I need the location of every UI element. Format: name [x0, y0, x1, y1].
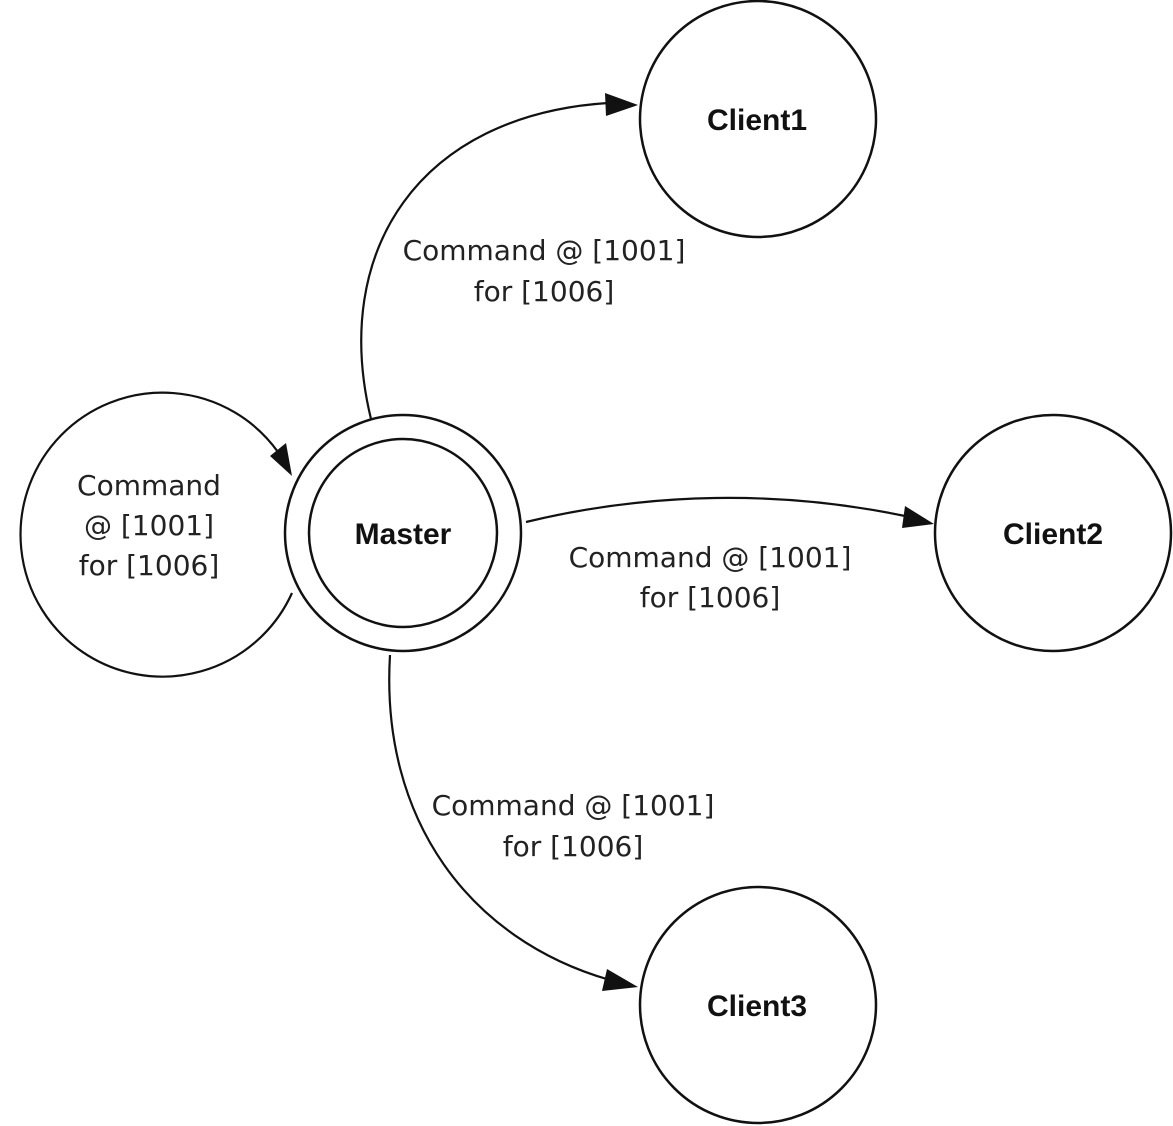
self-loop-label-line3: for [1006] — [79, 549, 220, 582]
master-inner-circle — [307, 437, 499, 629]
client3-node: Client3 — [638, 885, 878, 1125]
edge-to-client3-label-line1: Command @ [1001] — [432, 789, 715, 822]
edge-to-client3-line — [388, 654, 611, 982]
edge-to-client2-arrowhead — [902, 506, 934, 528]
self-loop-node: Command @ [1001] for [1006] — [19, 391, 294, 678]
client1-circle — [638, 0, 878, 239]
master-node: Master — [283, 413, 523, 653]
edge-to-client3: Command @ [1001] for [1006] — [388, 654, 715, 991]
edge-to-client1-line — [360, 101, 609, 420]
client2-node: Client2 — [933, 413, 1173, 653]
edge-to-client1-label-line2: for [1006] — [474, 275, 615, 308]
client3-label: Client3 — [707, 990, 807, 1023]
self-loop-label-line1: Command — [77, 469, 221, 502]
client1-label: Client1 — [707, 104, 807, 137]
edge-to-client1-label-line1: Command @ [1001] — [403, 234, 686, 267]
edge-to-client2-label-line2: for [1006] — [640, 581, 781, 614]
edge-to-client1: Command @ [1001] for [1006] — [360, 93, 686, 420]
edge-to-client2: Command @ [1001] for [1006] — [525, 496, 934, 614]
edge-to-client3-arrowhead — [602, 969, 638, 991]
client3-circle — [638, 885, 878, 1125]
client2-circle — [933, 413, 1173, 653]
self-loop-arrowhead — [270, 443, 292, 476]
self-loop-circle — [19, 391, 294, 678]
edge-to-client2-label-line1: Command @ [1001] — [569, 541, 852, 574]
self-loop-label-line2: @ [1001] — [84, 509, 214, 542]
client1-node: Client1 — [638, 0, 878, 239]
edge-to-client1-arrowhead — [605, 93, 638, 116]
edge-to-client2-line — [525, 496, 906, 524]
client2-label: Client2 — [1003, 518, 1103, 551]
edge-to-client3-label-line2: for [1006] — [503, 830, 644, 863]
master-label: Master — [355, 518, 452, 551]
